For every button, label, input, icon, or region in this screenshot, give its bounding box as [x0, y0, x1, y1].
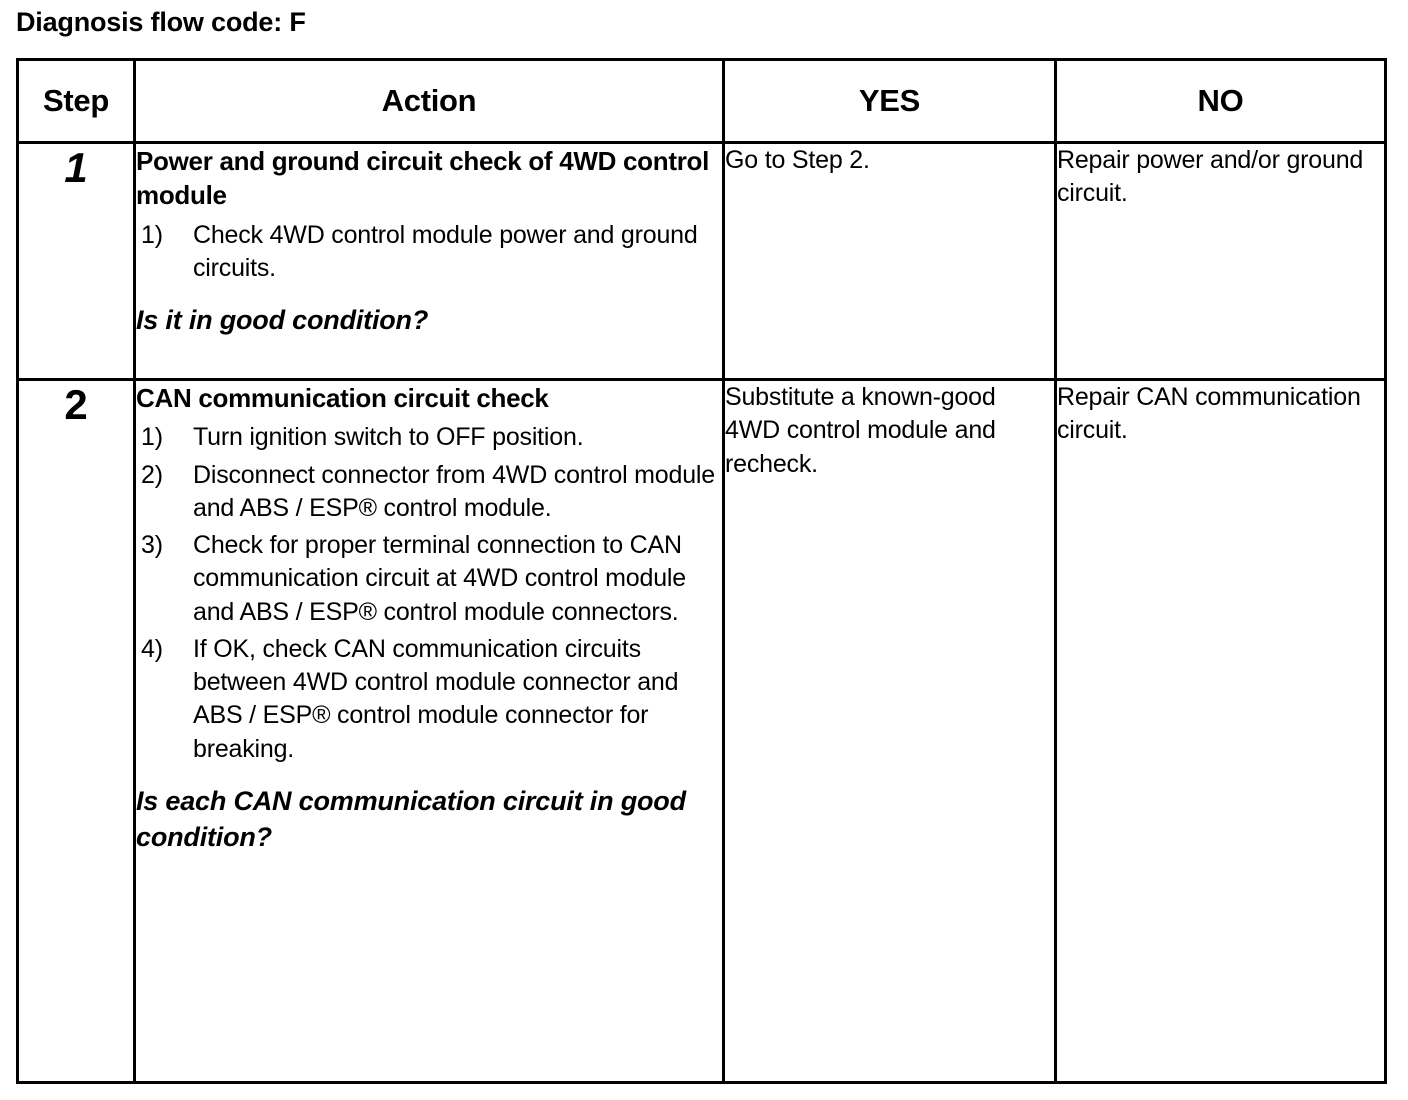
- list-item-marker: 1): [141, 423, 163, 452]
- action-step-list: 1) Turn ignition switch to OFF position.…: [136, 421, 722, 766]
- column-header-no: NO: [1054, 58, 1387, 144]
- list-item-marker: 4): [141, 634, 163, 663]
- column-header-yes: YES: [722, 58, 1057, 144]
- action-question: Is it in good condition?: [136, 305, 429, 336]
- column-header-action: Action: [133, 58, 725, 144]
- list-item: 1) Check 4WD control module power and gr…: [136, 219, 722, 286]
- diagnosis-flow-table: Step Action YES NO 1 Power and ground ci…: [16, 58, 1387, 1084]
- list-item: 3) Check for proper terminal connection …: [136, 529, 722, 629]
- no-result-cell: Repair power and/or ground circuit.: [1054, 141, 1387, 381]
- list-item: 2) Disconnect connector from 4WD control…: [136, 459, 722, 526]
- list-item-text: Check 4WD control module power and groun…: [193, 220, 698, 282]
- yes-result-cell: Go to Step 2.: [722, 141, 1057, 381]
- step-number-cell: 1: [16, 141, 136, 381]
- action-cell: CAN communication circuit check 1) Turn …: [133, 378, 725, 1084]
- list-item-marker: 2): [141, 460, 163, 489]
- step-number-cell: 2: [16, 378, 136, 1084]
- table-row: 2 CAN communication circuit check 1) Tur…: [16, 378, 1387, 1084]
- yes-result-cell: Substitute a known-good 4WD control modu…: [722, 378, 1057, 1084]
- list-item-marker: 1): [141, 220, 163, 249]
- action-step-list: 1) Check 4WD control module power and gr…: [136, 219, 722, 286]
- step-number: 2: [64, 381, 88, 428]
- action-heading: Power and ground circuit check of 4WD co…: [136, 146, 710, 211]
- action-cell: Power and ground circuit check of 4WD co…: [133, 141, 725, 381]
- action-heading: CAN communication circuit check: [136, 383, 549, 413]
- column-header-step: Step: [16, 58, 136, 144]
- no-result-cell: Repair CAN communication circuit.: [1054, 378, 1387, 1084]
- table-header-row: Step Action YES NO: [16, 58, 1387, 144]
- page-title: Diagnosis flow code: F: [16, 7, 306, 37]
- table-row: 1 Power and ground circuit check of 4WD …: [16, 141, 1387, 381]
- list-item-text: Turn ignition switch to OFF position.: [193, 423, 584, 452]
- step-number: 1: [64, 144, 88, 191]
- table-header: Step Action YES NO: [16, 58, 1387, 144]
- list-item-text: If OK, check CAN communication circuits …: [193, 634, 679, 763]
- action-question: Is each CAN communication circuit in goo…: [136, 785, 686, 852]
- list-item-marker: 3): [141, 531, 163, 560]
- list-item: 1) Turn ignition switch to OFF position.: [136, 421, 722, 454]
- list-item: 4) If OK, check CAN communication circui…: [136, 633, 722, 766]
- list-item-text: Check for proper terminal connection to …: [193, 531, 686, 626]
- table-body: 1 Power and ground circuit check of 4WD …: [16, 141, 1387, 1084]
- list-item-text: Disconnect connector from 4WD control mo…: [193, 460, 715, 522]
